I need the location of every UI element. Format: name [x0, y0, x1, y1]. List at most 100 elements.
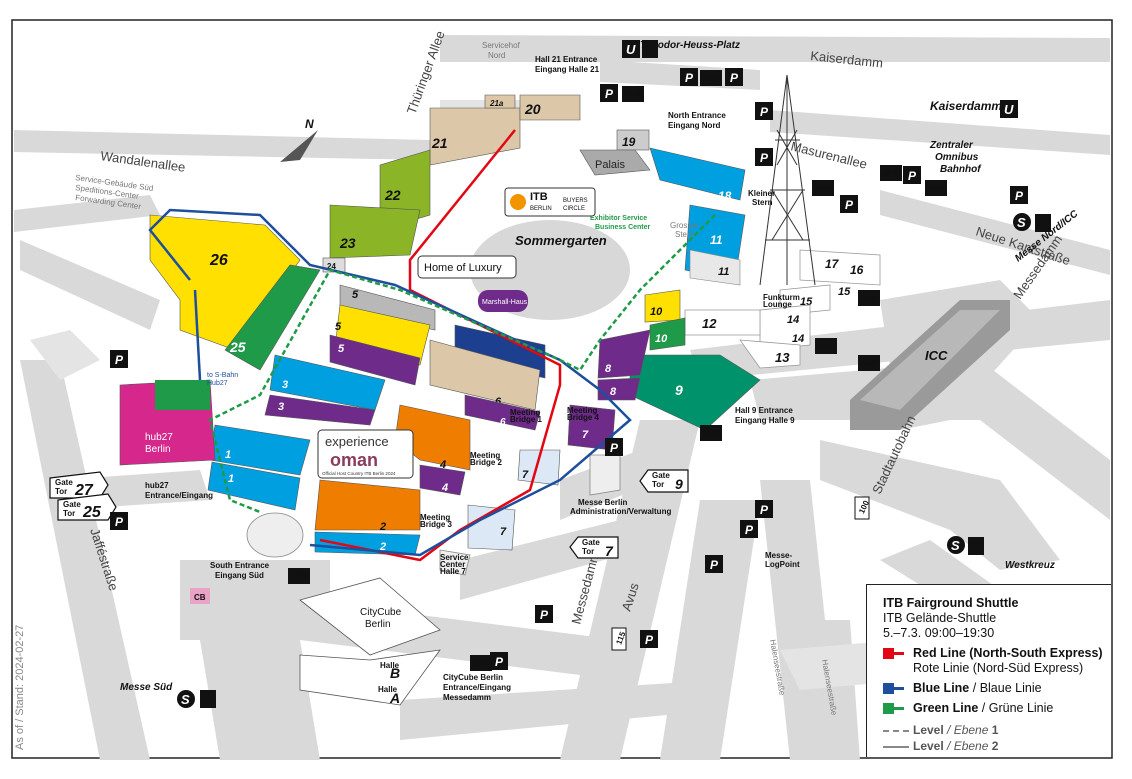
blue-swatch — [883, 683, 904, 694]
legend-level-2-ebene: / Ebene — [947, 739, 989, 753]
hall-5-3 — [339, 284, 436, 331]
icc-label: ICC — [925, 348, 948, 363]
svg-text:ITB: ITB — [530, 191, 548, 203]
parking-icon-16: P — [605, 438, 623, 456]
hub27-green — [155, 380, 210, 410]
gate-7: Gate Tor 7 — [569, 536, 619, 559]
parking-icon-17: P — [535, 605, 553, 623]
hub27-entrance-2: Entrance/Eingang — [145, 491, 213, 500]
parking-icon-12: P — [640, 630, 658, 648]
citycube-label-2: Berlin — [365, 619, 391, 630]
home-of-luxury-callout: Home of Luxury — [417, 255, 517, 279]
hall-10a-label: 10 — [650, 306, 663, 318]
svg-text:P: P — [495, 655, 504, 669]
south-entrance-1: South Entrance — [210, 561, 270, 570]
svg-text:P: P — [645, 633, 654, 647]
hall-3b-label: 3 — [278, 401, 284, 413]
service-center-hall7 — [439, 549, 471, 576]
north-entrance-2: Eingang Nord — [668, 121, 721, 130]
u-bahn-kaiserdamm-icon: U — [1000, 100, 1018, 118]
hall-3a-label: 3 — [282, 379, 288, 391]
svg-text:P: P — [540, 608, 549, 622]
legend-red-label: Red Line (North-South Express) — [913, 646, 1103, 660]
legend-green-label: Green Line — [913, 701, 979, 715]
meeting-bridge-4b: Bridge 4 — [567, 413, 600, 422]
service-center-2: Center — [440, 560, 465, 569]
hall-6c-label: 6 — [500, 417, 506, 428]
parking-icon-14: P — [740, 520, 758, 538]
citycube-label: CityCube — [360, 607, 402, 618]
hall-8-lower — [597, 377, 641, 401]
svg-text:TAXI: TAXI — [472, 659, 490, 668]
svg-text:TAXI: TAXI — [624, 90, 642, 99]
wheelchair-icon-2 — [1035, 214, 1051, 232]
legend-time: 5.–7.3. 09:00–19:30 — [883, 626, 995, 640]
hall-14 — [759, 304, 811, 351]
to-sbahn-1: to S-Bahn — [207, 372, 238, 379]
logpoint-2: LogPoint — [765, 560, 800, 569]
bus-icon-north: BUS — [700, 70, 722, 86]
u-bahn-icon: U — [622, 40, 640, 58]
hall-4a-label: 4 — [439, 459, 446, 471]
svg-text:U: U — [1004, 102, 1014, 117]
messe-sued: Messe Süd — [120, 682, 173, 693]
wheelchair-icon-3 — [200, 690, 216, 708]
svg-text:P: P — [760, 151, 769, 165]
svg-text:U: U — [626, 42, 636, 57]
svg-text:P: P — [710, 558, 719, 572]
gate-25-number: 25 — [82, 504, 102, 521]
svg-text:BUYERS: BUYERS — [563, 198, 588, 204]
meeting-bridge-1b: Bridge 1 — [510, 415, 543, 424]
hall-2-1 — [314, 531, 421, 556]
svg-text:P: P — [1015, 189, 1024, 203]
hall-24-label: 24 — [327, 262, 336, 271]
hall-25-label: 25 — [229, 339, 246, 355]
legend-blue-line: Blue Line / Blaue Linie — [883, 681, 1111, 696]
sbahn-icon-westkreuz: S — [947, 536, 965, 554]
parking-icon-2: P — [680, 68, 698, 86]
messe-berlin-1: Messe Berlin — [578, 498, 627, 507]
hall9-entrance-1: Hall 9 Entrance — [735, 406, 793, 415]
hall-9-label: 9 — [675, 382, 683, 398]
citycube — [299, 577, 441, 656]
wheelchair-icon-4 — [968, 537, 984, 555]
icc-building: ICC — [850, 300, 1010, 430]
hall-21a-label: 21a — [489, 99, 504, 108]
messe-berlin-admin — [589, 454, 621, 496]
shuttle-routes — [148, 129, 716, 562]
hall-22-label: 22 — [384, 187, 401, 203]
svg-text:BUS: BUS — [703, 74, 721, 83]
meeting-bridge-4a: Meeting — [567, 406, 597, 415]
svg-text:BUS: BUS — [861, 359, 879, 368]
taxi-icon-zob: TAXI — [880, 165, 902, 181]
hall-20 — [519, 94, 581, 121]
hall-26-label: 26 — [209, 252, 228, 269]
legend-level-1-word: Level — [913, 723, 944, 737]
hall-14a-label: 14 — [787, 314, 799, 326]
hall-2a-label: 2 — [379, 521, 386, 533]
gate-27-number: 27 — [74, 482, 94, 499]
bus-icon-hall13: BUS — [815, 338, 837, 354]
hall21-entrance-2: Eingang Halle 21 — [535, 65, 600, 74]
svg-text:Official Host Country ITB Berl: Official Host Country ITB Berlin 2024 — [322, 471, 396, 476]
hall-21-label: 21 — [431, 135, 448, 151]
legend-level-2-num: 2 — [991, 739, 999, 753]
hall-1b-label: 1 — [228, 473, 234, 485]
legend-green-line: Green Line / Grüne Linie — [883, 701, 1111, 716]
hall-a-label: Halle — [378, 685, 398, 694]
servicehof-2: Nord — [488, 51, 505, 60]
svg-text:S: S — [181, 692, 190, 707]
hall-5b-label: 5 — [335, 321, 342, 333]
servicehof-1: Servicehof — [482, 41, 521, 50]
funkturm-lounge-1: Funkturm — [763, 293, 800, 302]
svg-text:S: S — [1017, 215, 1026, 230]
meeting-bridge-3a: Meeting — [420, 513, 450, 522]
hub27-label: hub27 — [145, 432, 173, 443]
level-2-swatch — [883, 746, 909, 748]
sommergarten-label: Sommergarten — [515, 233, 607, 248]
theodor-heuss-platz: Theodor-Heuss-Platz — [640, 40, 740, 51]
parking-icon-6: P — [903, 166, 921, 184]
citycube-entrance-1: CityCube Berlin — [443, 673, 503, 682]
hall-17-16 — [799, 249, 881, 286]
